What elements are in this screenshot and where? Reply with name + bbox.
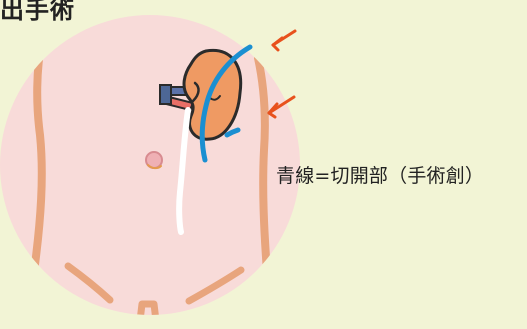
arrow-icon <box>273 31 295 50</box>
navel <box>146 152 162 168</box>
legend-caption: 青線=切開部（手術創） <box>276 161 484 188</box>
renal-pelvis <box>160 85 171 104</box>
torso-region <box>0 15 300 329</box>
